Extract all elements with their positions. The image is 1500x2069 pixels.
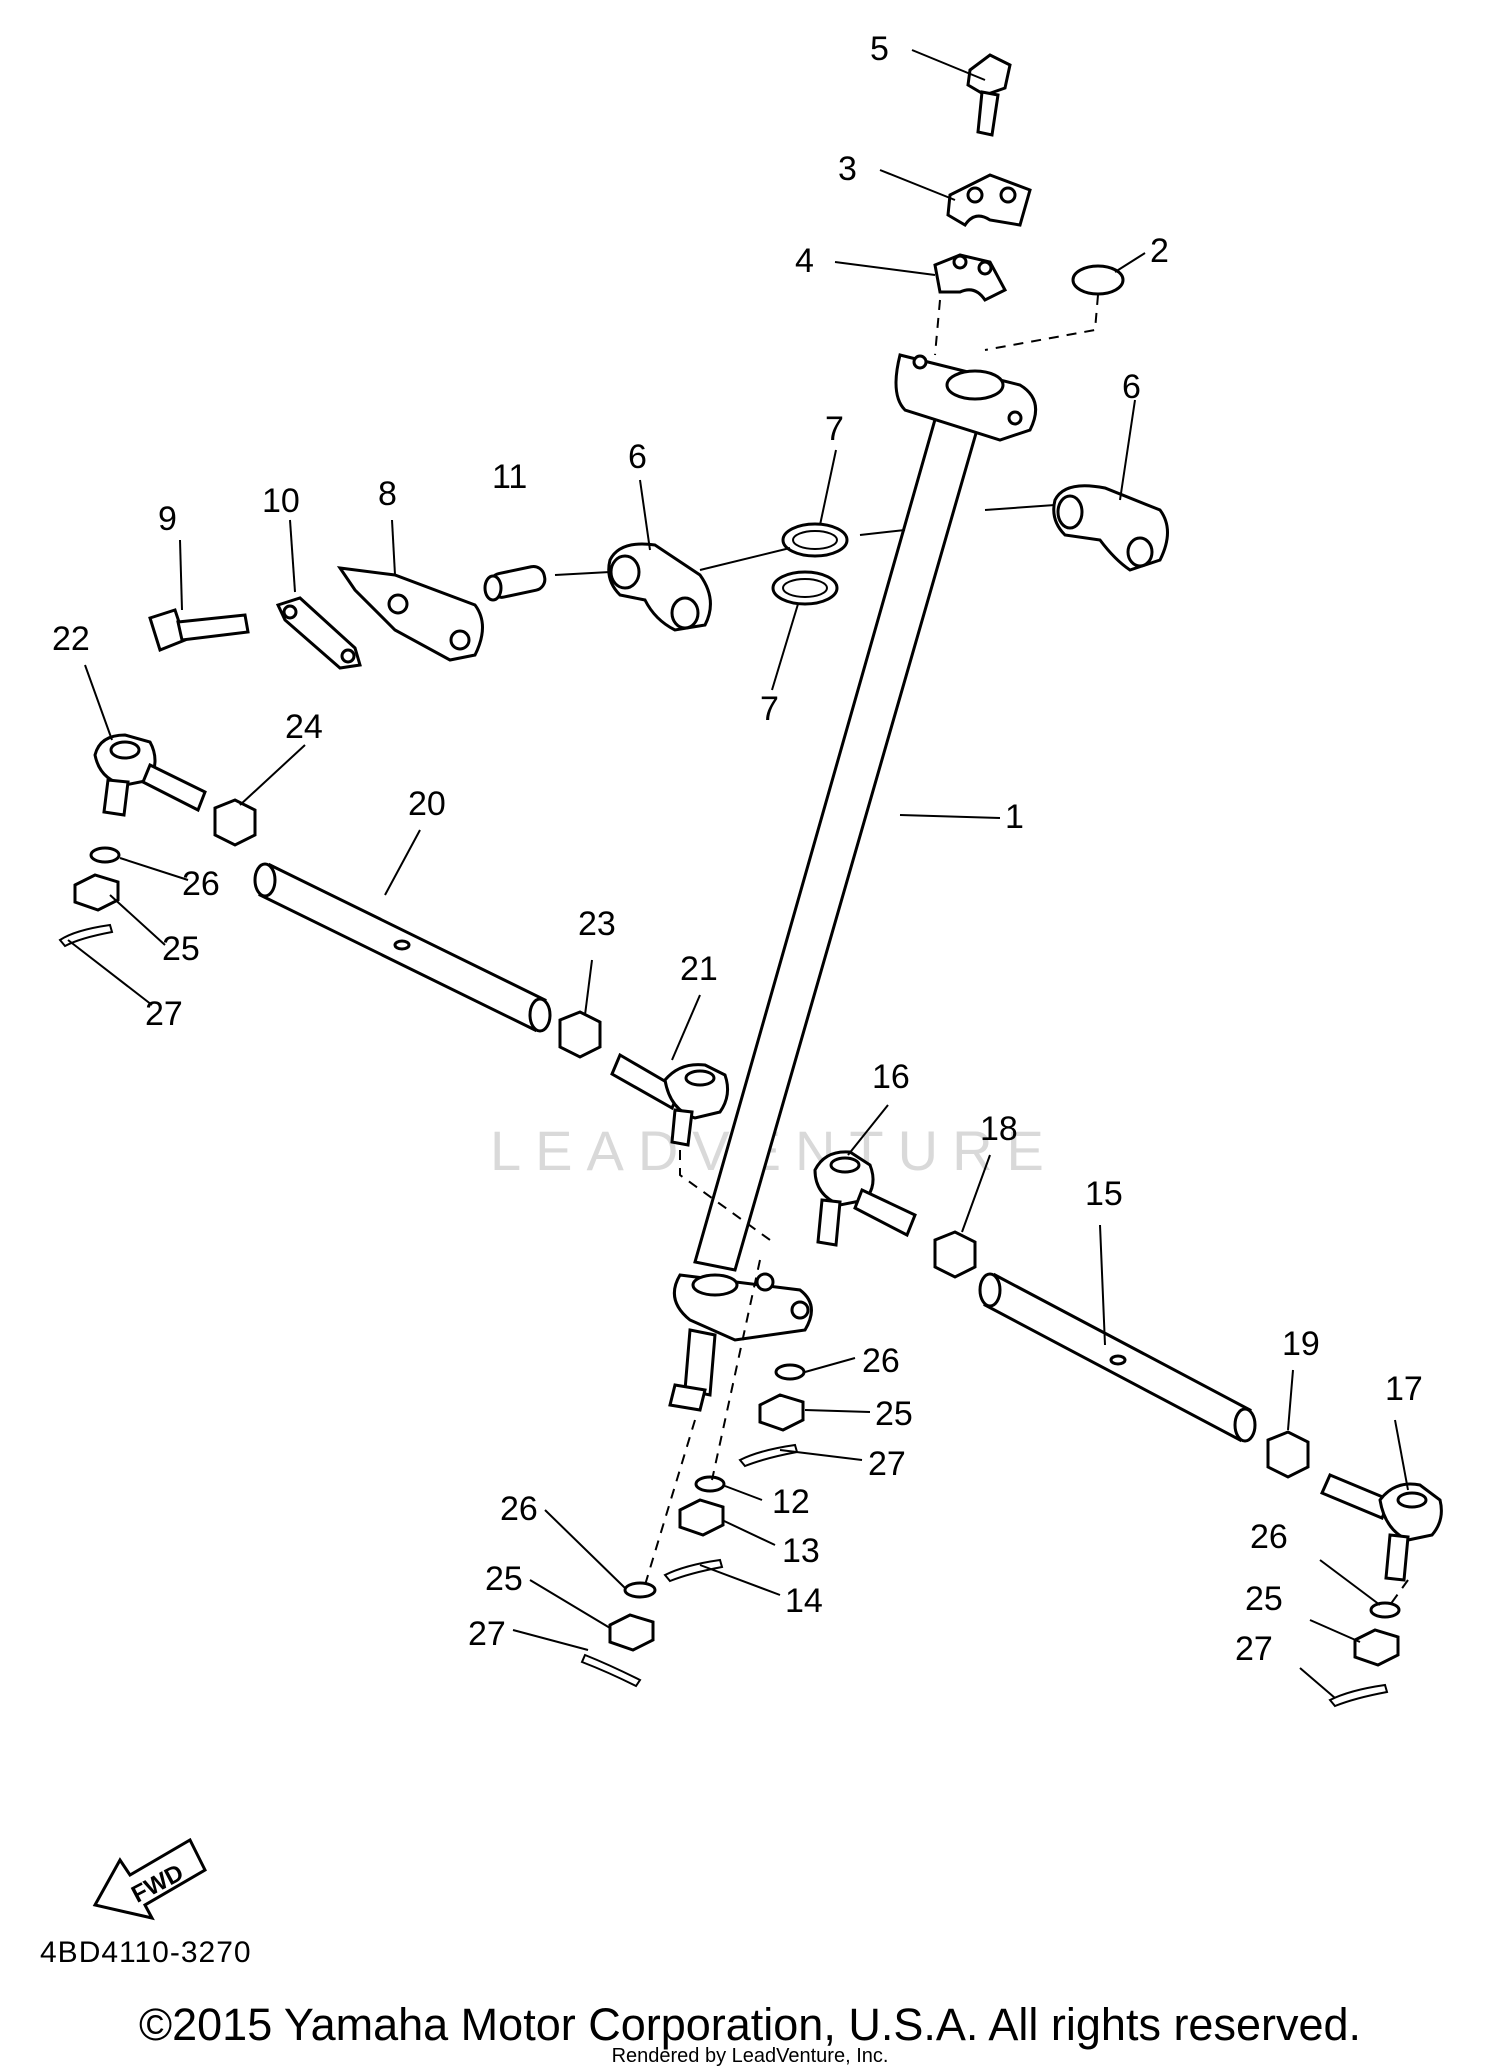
circlip-7-lower[interactable] (771, 570, 839, 606)
rendered-by-notice: Rendered by LeadVenture, Inc. (612, 2045, 889, 2067)
circlip-7-upper[interactable] (781, 522, 849, 558)
bolt-5[interactable] (966, 53, 1012, 137)
callout-26-center-upper: 26 (862, 1342, 900, 1380)
washer-26-left-top[interactable] (89, 846, 121, 864)
nut-25-center-upper[interactable] (758, 1393, 805, 1432)
bolt-9[interactable] (148, 608, 250, 652)
callout-18: 18 (980, 1110, 1018, 1148)
callout-27-center-upper: 27 (868, 1445, 906, 1483)
callout-19: 19 (1282, 1325, 1320, 1363)
collar-11[interactable] (483, 564, 547, 602)
lower-holder-4[interactable] (933, 253, 1008, 302)
callout-10: 10 (262, 482, 300, 520)
cotter-pin-27-right[interactable] (1328, 1683, 1389, 1708)
callout-27-left: 27 (145, 995, 183, 1033)
callout-15: 15 (1085, 1175, 1123, 1213)
tie-rod-15[interactable] (978, 1272, 1257, 1443)
callout-11: 11 (492, 458, 527, 496)
nut-18[interactable] (933, 1230, 977, 1279)
callout-26-left: 26 (182, 865, 220, 903)
callout-20: 20 (408, 785, 446, 823)
copyright-notice: ©2015 Yamaha Motor Corporation, U.S.A. A… (139, 1999, 1361, 2050)
callout-1: 1 (1005, 798, 1024, 836)
steering-column[interactable] (668, 353, 1038, 1412)
nut-25-center-lower[interactable] (678, 1498, 725, 1537)
callout-8: 8 (378, 475, 397, 513)
washer-26-center-lower[interactable] (694, 1475, 726, 1493)
cotter-pin-14[interactable] (580, 1653, 642, 1688)
nut-24[interactable] (213, 798, 257, 847)
callout-25-center-upper: 25 (875, 1395, 913, 1433)
tie-rod-end-21[interactable] (610, 1052, 730, 1147)
callout-labels: 5 3 4 2 6 6 7 7 11 8 10 9 22 24 20 1 26 … (52, 30, 1423, 1668)
leader-lines (67, 49, 1409, 1699)
tie-rod-end-17[interactable] (1320, 1473, 1443, 1582)
washer-26-center-upper[interactable] (774, 1363, 806, 1381)
callout-3: 3 (838, 150, 857, 188)
cap-2[interactable] (1071, 264, 1125, 296)
lock-washer-10[interactable] (275, 596, 362, 670)
arm-8[interactable] (336, 566, 484, 662)
tie-rod-end-22[interactable] (93, 733, 207, 817)
washer-12[interactable] (623, 1581, 657, 1599)
diagram-code: 4BD4110-3270 (40, 1936, 252, 1969)
cotter-pin-27-left-top[interactable] (58, 923, 114, 948)
nut-23[interactable] (558, 1010, 602, 1059)
callout-7-lower: 7 (760, 690, 779, 728)
callout-27-center-lower: 14 (785, 1582, 823, 1620)
tie-rod-20[interactable] (253, 862, 552, 1033)
tie-rod-end-16[interactable] (813, 1150, 917, 1247)
callout-27-right: 27 (1235, 1630, 1273, 1668)
nut-25-left-top[interactable] (73, 873, 120, 912)
callout-26-center-lower: 12 (772, 1483, 810, 1521)
bushing-6-right[interactable] (1052, 484, 1169, 572)
callout-12: 26 (500, 1490, 538, 1528)
callout-16: 16 (872, 1058, 910, 1096)
nut-19[interactable] (1266, 1430, 1310, 1479)
upper-holder-3[interactable] (946, 173, 1032, 228)
washer-26-right[interactable] (1369, 1601, 1401, 1619)
callout-25-center-lower: 13 (782, 1532, 820, 1570)
callout-5: 5 (870, 30, 889, 68)
callout-6-left: 6 (628, 438, 647, 476)
callout-25-right: 25 (1245, 1580, 1283, 1618)
callout-24: 24 (285, 708, 323, 746)
cotter-pin-27-center-lower[interactable] (663, 1558, 724, 1583)
cotter-pin-27-center-upper[interactable] (738, 1443, 799, 1468)
bushing-6-left[interactable] (607, 542, 712, 632)
nut-25-right[interactable] (1353, 1628, 1400, 1667)
callout-13: 25 (485, 1560, 523, 1598)
callout-7-upper: 7 (825, 410, 844, 448)
callout-2: 2 (1150, 232, 1169, 270)
callout-25-left: 25 (162, 930, 200, 968)
nut-13[interactable] (608, 1613, 655, 1652)
callout-9: 9 (158, 500, 177, 538)
callout-17: 17 (1385, 1370, 1423, 1408)
callout-26-right: 26 (1250, 1518, 1288, 1556)
callout-14: 27 (468, 1615, 506, 1653)
callout-21: 21 (680, 950, 718, 988)
callout-22: 22 (52, 620, 90, 658)
callout-6-right: 6 (1122, 368, 1141, 406)
fwd-arrow-icon: FWD (92, 1837, 207, 1921)
callout-23: 23 (578, 905, 616, 943)
callout-4: 4 (795, 242, 814, 280)
